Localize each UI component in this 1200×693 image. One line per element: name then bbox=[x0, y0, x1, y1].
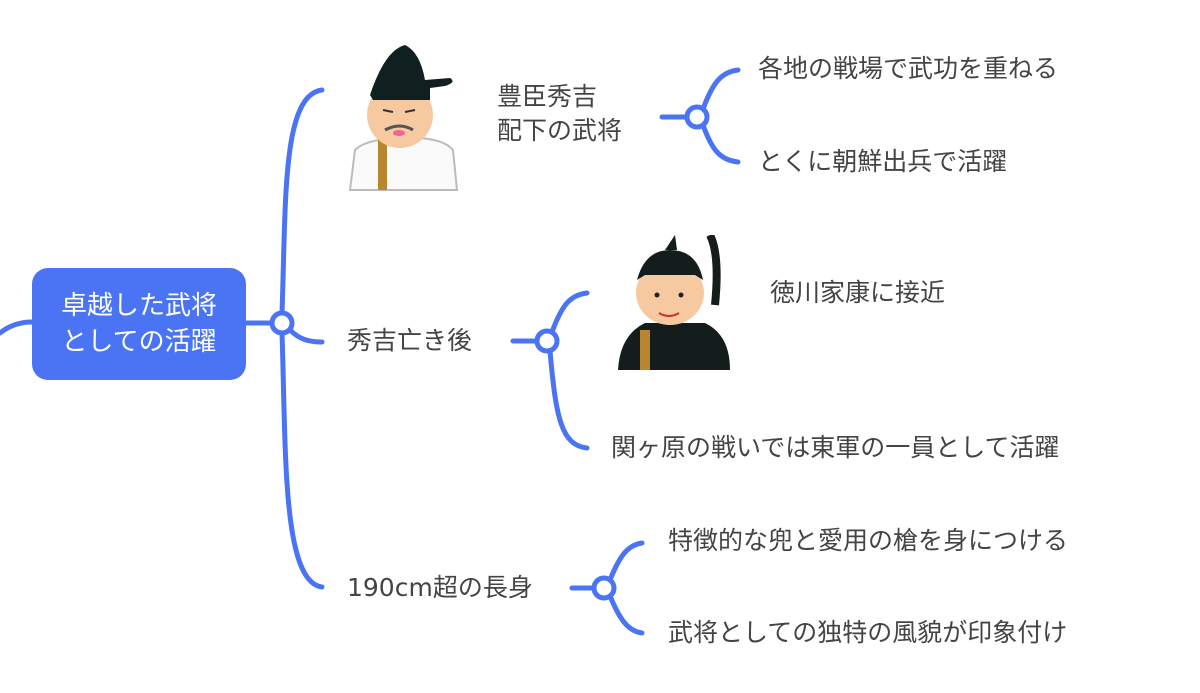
root-topic[interactable]: 卓越した武将 としての活躍 bbox=[32, 268, 246, 380]
hideyoshi-illustration bbox=[348, 45, 459, 191]
leaf-3-1[interactable]: 特徴的な兜と愛用の槍を身につける bbox=[668, 526, 1069, 555]
root-node-circle bbox=[269, 310, 295, 336]
branch-3-node-circle bbox=[591, 575, 617, 601]
branch-2-label[interactable]: 秀吉亡き後 bbox=[347, 326, 473, 355]
branch-1-node-circle bbox=[684, 104, 710, 130]
leaf-2-1[interactable]: 徳川家康に接近 bbox=[770, 278, 946, 307]
leaf-1-1[interactable]: 各地の戦場で武功を重ねる bbox=[758, 54, 1059, 83]
branch-3-label[interactable]: 190cm超の長身 bbox=[347, 573, 533, 602]
branch-line-2 bbox=[287, 327, 325, 345]
leaf-3-2[interactable]: 武将としての独特の風貌が印象付け bbox=[668, 618, 1068, 647]
root-incoming-line bbox=[0, 319, 35, 336]
branch-1-line1: 豊臣秀吉 bbox=[497, 82, 598, 111]
branch-line-1 bbox=[279, 87, 325, 316]
branch-2-node-circle bbox=[534, 328, 560, 354]
root-topic-line1: 卓越した武将 bbox=[60, 291, 217, 321]
leaf-1-2[interactable]: とくに朝鮮出兵で活躍 bbox=[758, 147, 1008, 176]
branch-1-line2: 配下の武将 bbox=[497, 116, 623, 145]
ieyasu-illustration bbox=[618, 235, 730, 370]
branch-line-3 bbox=[279, 330, 325, 590]
leaf-2-2[interactable]: 関ヶ原の戦いでは東軍の一員として活躍 bbox=[611, 433, 1060, 462]
branch-1-label[interactable]: 豊臣秀吉 配下の武将 bbox=[497, 80, 622, 148]
root-topic-line2: としての活躍 bbox=[61, 327, 217, 357]
